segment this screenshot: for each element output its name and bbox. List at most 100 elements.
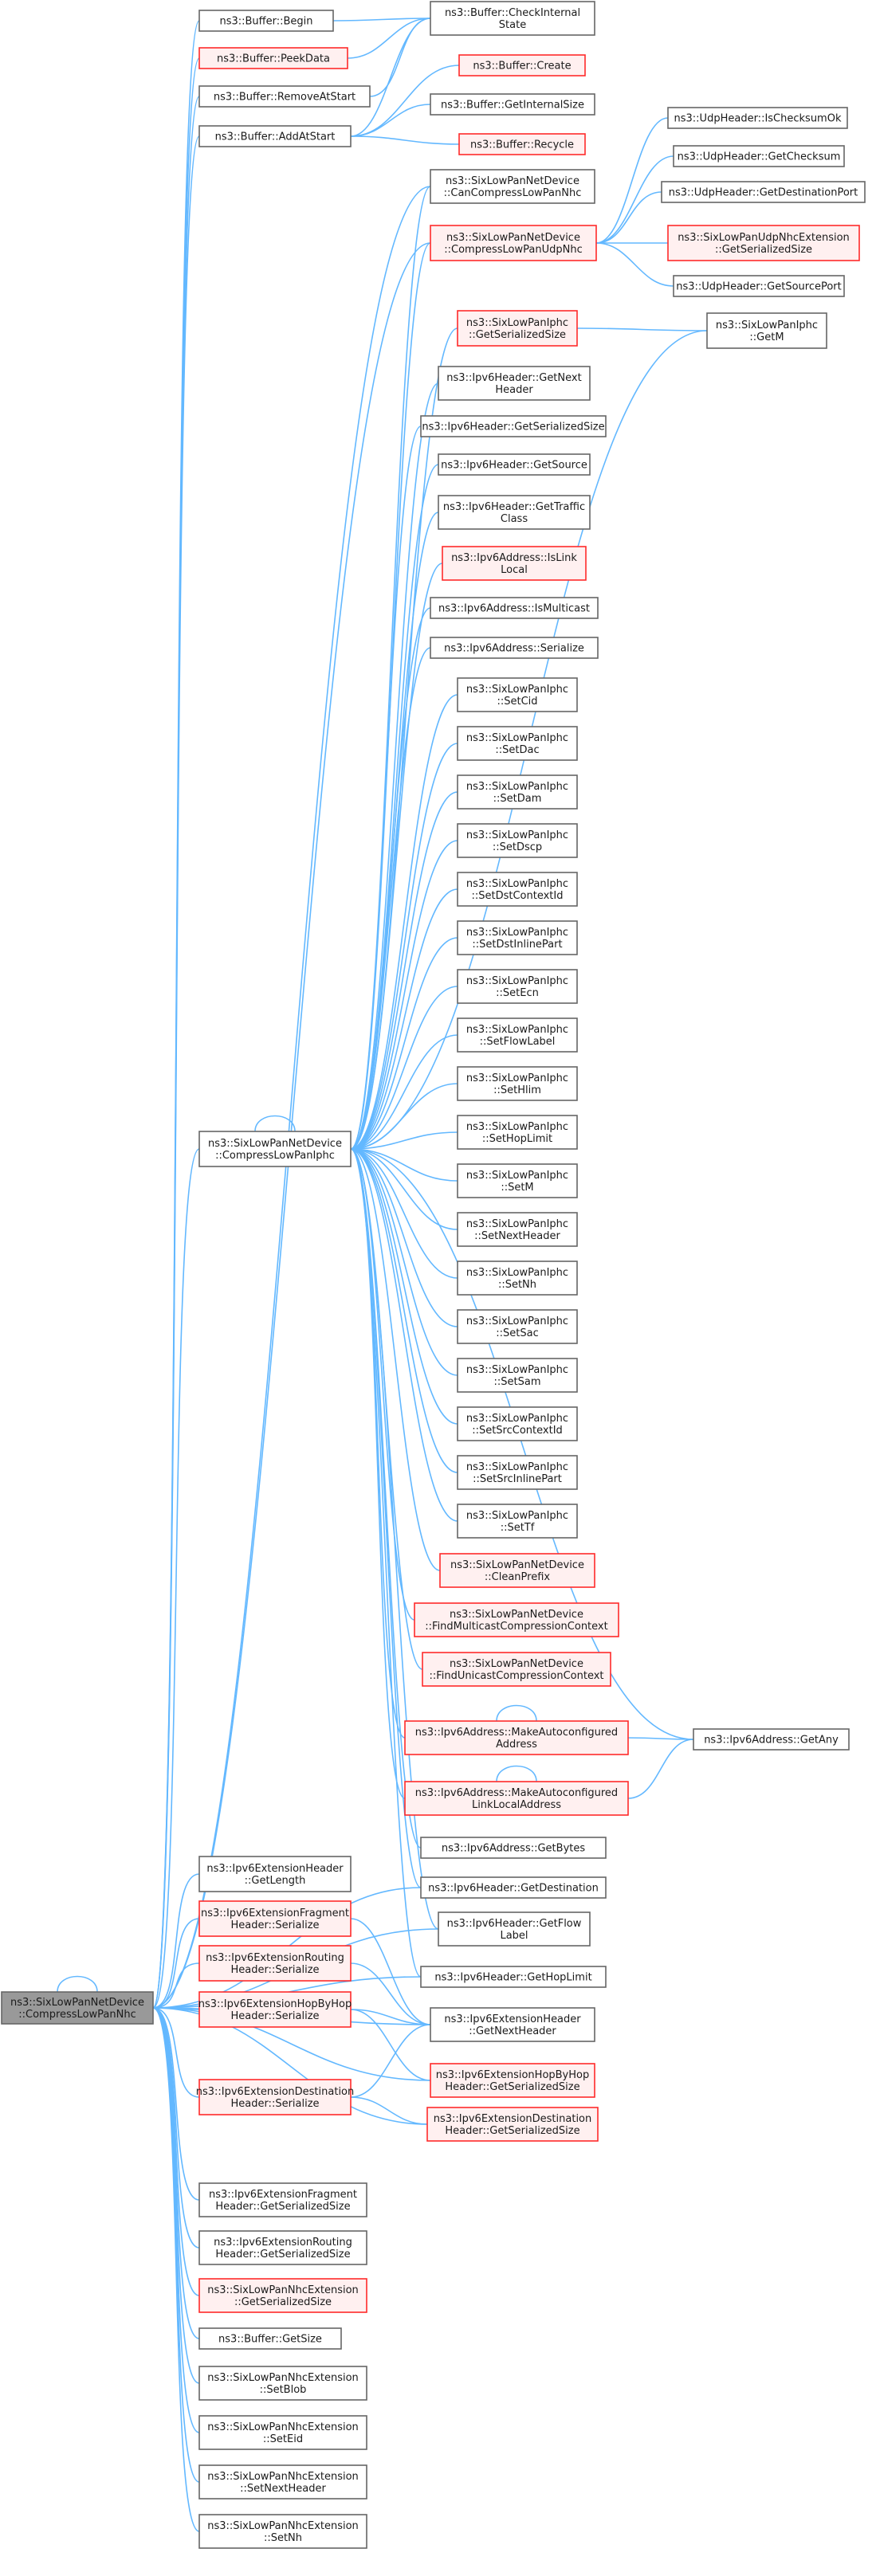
- function-node-iphc_settf[interactable]: ns3::SixLowPanIphc::SetTf: [457, 1504, 578, 1539]
- function-node-label: ns3::Buffer::Create: [473, 61, 571, 73]
- function-node-label: ns3::SixLowPanIphc: [466, 927, 568, 939]
- function-node-iphc_setm[interactable]: ns3::SixLowPanIphc::SetM: [457, 1163, 578, 1198]
- function-node-rout_ser[interactable]: ns3::Ipv6ExtensionRoutingHeader::Seriali…: [198, 1945, 352, 1982]
- function-node-nhc_setblob[interactable]: ns3::SixLowPanNhcExtension::SetBlob: [198, 2366, 367, 2401]
- function-node-compress_iphc[interactable]: ns3::SixLowPanNetDevice::CompressLowPanI…: [198, 1131, 352, 1167]
- function-node-nhc_seteid[interactable]: ns3::SixLowPanNhcExtension::SetEid: [198, 2415, 367, 2450]
- function-node-iphc_setsam[interactable]: ns3::SixLowPanIphc::SetSam: [457, 1358, 578, 1393]
- function-node-buf_remove[interactable]: ns3::Buffer::RemoveAtStart: [198, 85, 371, 108]
- call-edge-compress_iphc-to-iphc_setflow: [350, 1034, 458, 1150]
- function-node-nhc_size[interactable]: ns3::SixLowPanNhcExtension::GetSerialize…: [198, 2278, 367, 2313]
- function-node-label: ::SetNextHeader: [240, 2483, 326, 2495]
- function-node-make_auto[interactable]: ns3::Ipv6Address::MakeAutoconfiguredAddr…: [404, 1720, 629, 1755]
- function-node-buf_recycle[interactable]: ns3::Buffer::Recycle: [458, 133, 586, 155]
- function-node-box: [661, 181, 866, 203]
- function-node-root[interactable]: ns3::SixLowPanNetDevice::CompressLowPanN…: [1, 1991, 154, 2025]
- function-node-box: [457, 677, 578, 712]
- function-node-rout_size[interactable]: ns3::Ipv6ExtensionRoutingHeader::GetSeri…: [198, 2230, 367, 2265]
- function-node-buf_getsize[interactable]: ns3::Buffer::GetSize: [198, 2327, 342, 2350]
- function-node-box: [422, 1652, 611, 1687]
- function-node-box: [426, 2107, 599, 2142]
- function-node-label: Header::GetSerializedSize: [215, 2201, 350, 2213]
- call-edge-compress_iphc-to-iphc_getsize: [350, 327, 458, 1150]
- function-node-udp_ischk[interactable]: ns3::UdpHeader::IsChecksumOk: [667, 107, 848, 129]
- function-node-buf_create[interactable]: ns3::Buffer::Create: [458, 54, 586, 76]
- function-node-buf_getint[interactable]: ns3::Buffer::GetInternalSize: [430, 93, 595, 116]
- call-edge-compress_iphc-to-iphc_setdstinl: [350, 937, 458, 1150]
- function-node-iphc_setdscp[interactable]: ns3::SixLowPanIphc::SetDscp: [457, 823, 578, 858]
- function-node-label: ::SetHopLimit: [482, 1133, 552, 1145]
- function-node-iphc_setdac[interactable]: ns3::SixLowPanIphc::SetDac: [457, 726, 578, 761]
- function-node-iphc_setcid[interactable]: ns3::SixLowPanIphc::SetCid: [457, 677, 578, 712]
- function-node-dest_ser[interactable]: ns3::Ipv6ExtensionDestinationHeader::Ser…: [196, 2079, 355, 2115]
- function-node-ip6a_getbytes[interactable]: ns3::Ipv6Address::GetBytes: [420, 1837, 607, 1859]
- call-edge-compress_iphc-to-iphc_setnh: [350, 1148, 458, 1279]
- function-node-iphc_setnexth[interactable]: ns3::SixLowPanIphc::SetNextHeader: [457, 1212, 578, 1247]
- function-node-ip6_gethop[interactable]: ns3::Ipv6Header::GetHopLimit: [420, 1966, 607, 1988]
- function-node-iphc_setsrcctx[interactable]: ns3::SixLowPanIphc::SetSrcContextId: [457, 1406, 578, 1441]
- function-node-label: ns3::Ipv6Address::MakeAutoconfigured: [415, 1727, 618, 1739]
- function-node-buf_begin[interactable]: ns3::Buffer::Begin: [198, 10, 334, 32]
- function-node-label: LinkLocalAddress: [472, 1799, 561, 1811]
- call-edge-compress_iphc-to-ip6_getdest: [350, 1148, 422, 1888]
- function-node-frag_ser[interactable]: ns3::Ipv6ExtensionFragmentHeader::Serial…: [198, 1900, 352, 1937]
- function-node-label: Local: [501, 564, 528, 576]
- call-edge-buf_add-to-buf_check: [350, 18, 431, 137]
- function-node-label: ns3::Ipv6ExtensionHopByHop: [198, 1998, 352, 2010]
- function-node-iphc_setnh[interactable]: ns3::SixLowPanIphc::SetNh: [457, 1261, 578, 1296]
- function-node-iphc_setsrcinl[interactable]: ns3::SixLowPanIphc::SetSrcInlinePart: [457, 1455, 578, 1490]
- function-node-dest_size[interactable]: ns3::Ipv6ExtensionDestinationHeader::Get…: [426, 2107, 599, 2142]
- call-edge-root-to-nhc_setnexth: [152, 2007, 200, 2483]
- call-edge-compress_iphc-to-iphc_setecn: [350, 986, 458, 1150]
- function-node-ip6_getsource[interactable]: ns3::Ipv6Header::GetSource: [438, 453, 591, 476]
- function-node-iphc_sethop[interactable]: ns3::SixLowPanIphc::SetHopLimit: [457, 1115, 578, 1150]
- call-edge-root-to-root: [57, 1975, 98, 1993]
- function-node-iphc_setflow[interactable]: ns3::SixLowPanIphc::SetFlowLabel: [457, 1017, 578, 1053]
- function-node-make_auto_ll[interactable]: ns3::Ipv6Address::MakeAutoconfiguredLink…: [404, 1781, 629, 1816]
- call-edge-compress_iphc-to-iphc_setdscp: [350, 840, 458, 1150]
- function-node-nhc_setnexth[interactable]: ns3::SixLowPanNhcExtension::SetNextHeade…: [198, 2464, 367, 2500]
- function-node-udp_ext_size[interactable]: ns3::SixLowPanUdpNhcExtension::GetSerial…: [667, 225, 860, 261]
- function-node-label: ::SetSac: [496, 1327, 538, 1339]
- function-node-iphc_sethlim[interactable]: ns3::SixLowPanIphc::SetHlim: [457, 1066, 578, 1101]
- function-node-find_uni[interactable]: ns3::SixLowPanNetDevice::FindUnicastComp…: [422, 1652, 611, 1687]
- function-node-clean_prefix[interactable]: ns3::SixLowPanNetDevice::CleanPrefix: [439, 1553, 595, 1588]
- function-node-iphc_getm[interactable]: ns3::SixLowPanIphc::GetM: [706, 312, 827, 349]
- function-node-iphc_setdam[interactable]: ns3::SixLowPanIphc::SetDam: [457, 774, 578, 810]
- function-node-buf_peek[interactable]: ns3::Buffer::PeekData: [198, 47, 348, 69]
- function-node-can_compress[interactable]: ns3::SixLowPanNetDevice::CanCompressLowP…: [430, 169, 595, 204]
- function-node-ip6a_serialize[interactable]: ns3::Ipv6Address::Serialize: [430, 637, 599, 659]
- function-node-frag_size[interactable]: ns3::Ipv6ExtensionFragmentHeader::GetSer…: [198, 2182, 367, 2217]
- function-node-iphc_getsize[interactable]: ns3::SixLowPanIphc::GetSerializedSize: [457, 310, 578, 347]
- function-node-ip6a_ismulti[interactable]: ns3::Ipv6Address::IsMulticast: [430, 597, 599, 619]
- function-node-ip6_getnext[interactable]: ns3::Ipv6Header::GetNextHeader: [438, 366, 591, 401]
- function-node-box: [457, 310, 578, 347]
- function-node-compress_udp[interactable]: ns3::SixLowPanNetDevice::CompressLowPanU…: [430, 225, 597, 261]
- call-edge-compress_iphc-to-ip6a_getany: [350, 1148, 694, 1740]
- function-node-ip6_getsersize[interactable]: ns3::Ipv6Header::GetSerializedSize: [420, 415, 607, 437]
- function-node-hop_size[interactable]: ns3::Ipv6ExtensionHopByHopHeader::GetSer…: [430, 2063, 595, 2098]
- function-node-iphc_setsac[interactable]: ns3::SixLowPanIphc::SetSac: [457, 1309, 578, 1344]
- function-node-ip6_getdest[interactable]: ns3::Ipv6Header::GetDestination: [420, 1876, 607, 1899]
- function-node-label: ::SetNextHeader: [474, 1230, 560, 1242]
- function-node-iphc_setdstctx[interactable]: ns3::SixLowPanIphc::SetDstContextId: [457, 872, 578, 907]
- function-node-udp_getsrc[interactable]: ns3::UdpHeader::GetSourcePort: [673, 275, 845, 297]
- function-node-udp_getchk[interactable]: ns3::UdpHeader::GetChecksum: [673, 145, 845, 167]
- function-node-iphc_setdstinl[interactable]: ns3::SixLowPanIphc::SetDstInlinePart: [457, 920, 578, 955]
- call-edge-compress_iphc-to-ip6a_islink: [350, 563, 443, 1150]
- function-node-label: ns3::SixLowPanNhcExtension: [207, 2372, 359, 2384]
- function-node-udp_getdst[interactable]: ns3::UdpHeader::GetDestinationPort: [661, 181, 866, 203]
- function-node-ip6a_getany[interactable]: ns3::Ipv6Address::GetAny: [693, 1728, 850, 1751]
- function-node-label: ns3::Buffer::Begin: [219, 16, 312, 28]
- function-node-find_multi[interactable]: ns3::SixLowPanNetDevice::FindMulticastCo…: [414, 1602, 619, 1637]
- function-node-ext_getlen[interactable]: ns3::Ipv6ExtensionHeader::GetLength: [198, 1856, 352, 1892]
- function-node-ext_getnext[interactable]: ns3::Ipv6ExtensionHeader::GetNextHeader: [430, 2007, 595, 2042]
- function-node-buf_add[interactable]: ns3::Buffer::AddAtStart: [198, 125, 352, 147]
- function-node-hop_ser[interactable]: ns3::Ipv6ExtensionHopByHopHeader::Serial…: [198, 1991, 352, 2028]
- function-node-iphc_setecn[interactable]: ns3::SixLowPanIphc::SetEcn: [457, 969, 578, 1004]
- function-node-nhc_setnh[interactable]: ns3::SixLowPanNhcExtension::SetNh: [198, 2514, 367, 2549]
